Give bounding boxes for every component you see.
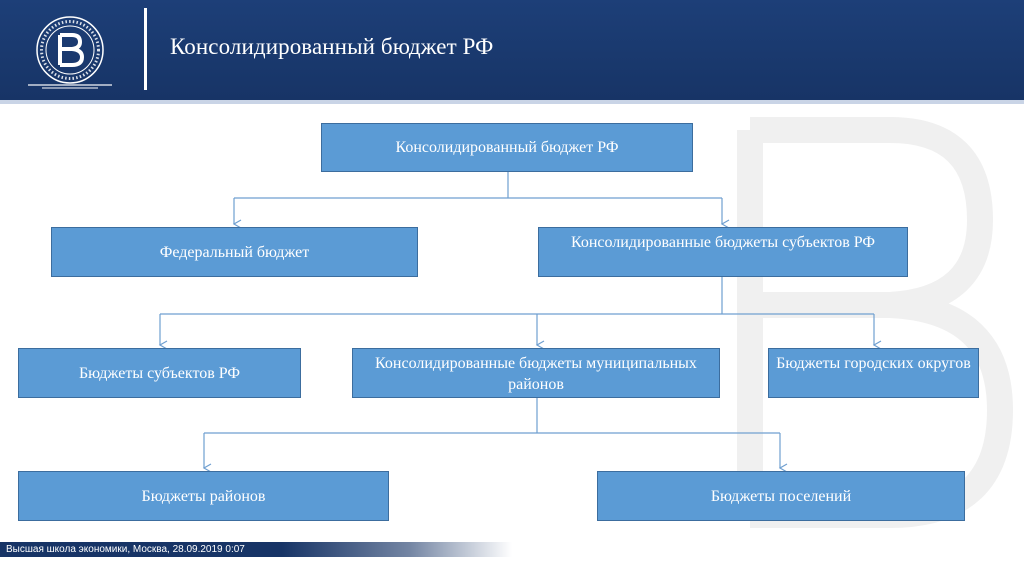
node-subjects-budgets: Бюджеты субъектов РФ [18, 348, 301, 398]
node-settlements-budgets: Бюджеты поселений [597, 471, 965, 521]
node-consolidated-subjects-budgets: Консолидированные бюджеты субъектов РФ [538, 227, 908, 277]
header-divider [144, 8, 147, 90]
connector-municipal-districts [204, 398, 780, 434]
footer-bar: Высшая школа экономики, Москва, 28.09.20… [0, 542, 512, 557]
node-districts-budgets: Бюджеты районов [18, 471, 389, 521]
node-consolidated-budget: Консолидированный бюджет РФ [321, 123, 693, 172]
footer-text: Высшая школа экономики, Москва, 28.09.20… [6, 544, 245, 555]
node-federal-budget: Федеральный бюджет [51, 227, 418, 277]
node-municipal-districts-budgets: Консолидированные бюджеты муниципальных … [352, 348, 720, 398]
connector-consolidated-subjects [160, 277, 874, 315]
page-title: Консолидированный бюджет РФ [170, 34, 494, 59]
header-bar: Консолидированный бюджет РФ [0, 0, 1024, 104]
hse-logo-icon [28, 16, 112, 89]
connector-root [234, 172, 722, 199]
node-city-districts-budgets: Бюджеты городских округов [768, 348, 979, 398]
